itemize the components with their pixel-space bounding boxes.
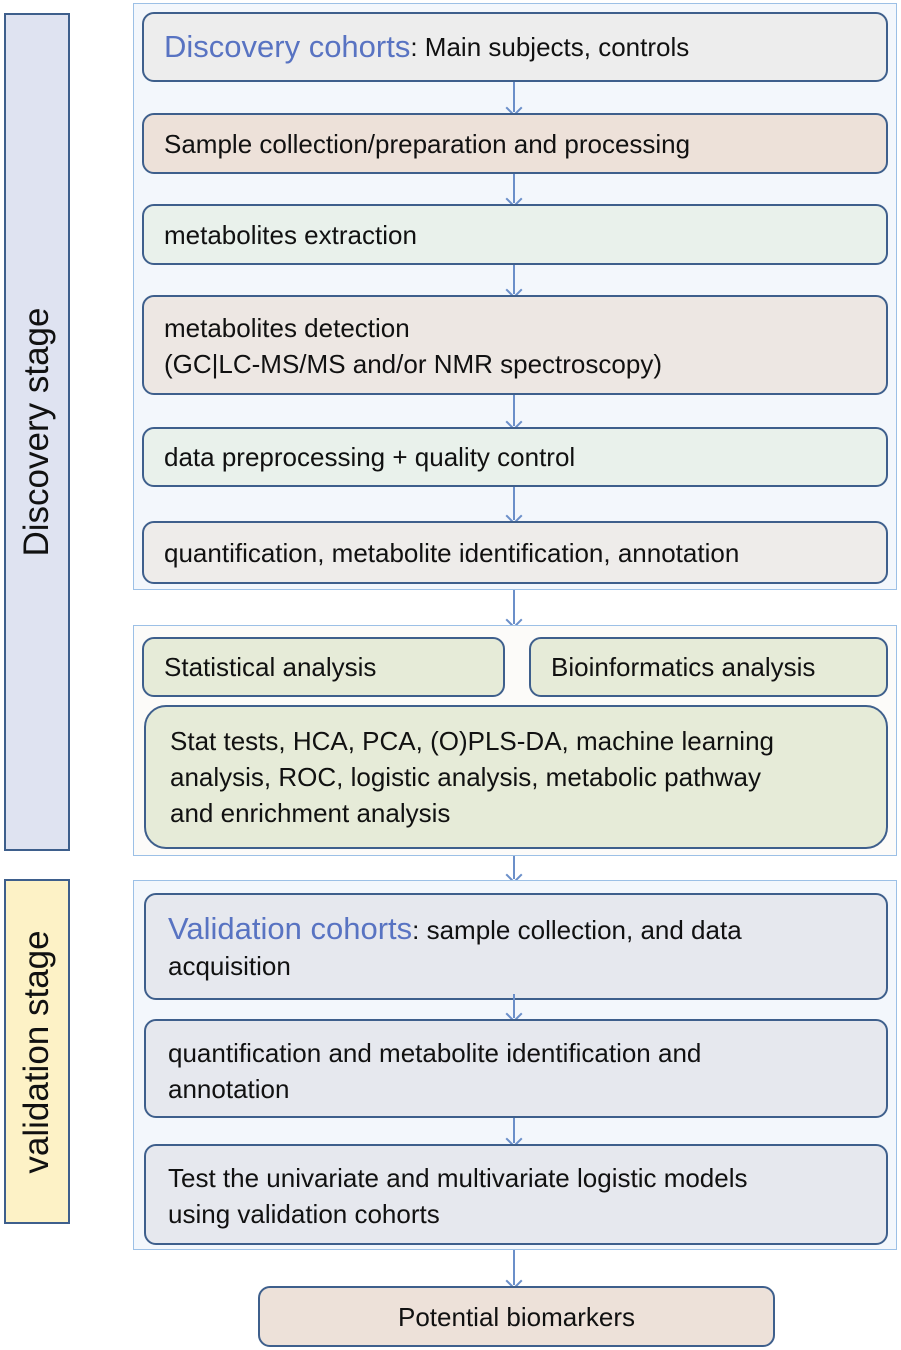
data-preprocessing-box: data preprocessing + quality control — [142, 427, 888, 487]
arrow — [513, 590, 515, 624]
sample-collection-box: Sample collection/preparation and proces… — [142, 113, 888, 174]
arrow — [513, 265, 515, 294]
arrow — [513, 395, 515, 426]
potential-biomarkers-box: Potential biomarkers — [258, 1286, 775, 1347]
discovery-cohorts-box: Discovery cohorts: Main subjects, contro… — [142, 12, 888, 82]
analysis-methods-box: Stat tests, HCA, PCA, (O)PLS-DA, machine… — [144, 705, 888, 849]
validation-quantification-box: quantification and metabolite identifica… — [144, 1019, 888, 1118]
detection-line-1: metabolites detection — [164, 313, 410, 343]
quantification-text: quantification, metabolite identificatio… — [164, 537, 740, 568]
bioinformatics-analysis-text: Bioinformatics analysis — [551, 652, 816, 682]
potential-biomarkers-text: Potential biomarkers — [398, 1301, 635, 1332]
validation-quant-line-1: quantification and metabolite identifica… — [168, 1038, 702, 1068]
quantification-box: quantification, metabolite identificatio… — [142, 521, 888, 584]
validation-quant-line-2: annotation — [168, 1074, 290, 1104]
statistical-analysis-box: Statistical analysis — [142, 637, 505, 697]
bioinformatics-analysis-box: Bioinformatics analysis — [529, 637, 888, 697]
metabolites-extraction-box: metabolites extraction — [142, 204, 888, 265]
discovery-stage-label: Discovery stage — [17, 307, 56, 557]
analysis-methods-line-3: and enrichment analysis — [170, 798, 451, 828]
detection-line-2: (GC|LC-MS/MS and/or NMR spectroscopy) — [164, 349, 662, 379]
validation-cohorts-line-2: acquisition — [168, 951, 291, 981]
arrow — [513, 856, 515, 879]
arrow — [513, 1250, 515, 1285]
validation-cohorts-highlight: Validation cohorts — [168, 911, 413, 946]
metabolites-detection-box: metabolites detection (GC|LC-MS/MS and/o… — [142, 295, 888, 395]
validation-cohorts-box: Validation cohorts: sample collection, a… — [144, 893, 888, 1000]
arrow — [513, 994, 515, 1018]
arrow — [513, 1118, 515, 1143]
test-models-line-2: using validation cohorts — [168, 1199, 440, 1229]
discovery-cohorts-highlight: Discovery cohorts — [164, 29, 411, 64]
data-preprocessing-text: data preprocessing + quality control — [164, 442, 576, 472]
arrow — [513, 174, 515, 203]
validation-stage-label: validation stage — [17, 929, 56, 1174]
validation-stage-bar: validation stage — [4, 879, 70, 1224]
discovery-cohorts-text: : Main subjects, controls — [410, 32, 690, 62]
discovery-stage-bar: Discovery stage — [4, 13, 70, 851]
statistical-analysis-text: Statistical analysis — [164, 652, 377, 682]
metabolites-extraction-text: metabolites extraction — [164, 219, 417, 250]
arrow — [513, 487, 515, 520]
test-models-box: Test the univariate and multivariate log… — [144, 1144, 888, 1245]
analysis-methods-line-1: Stat tests, HCA, PCA, (O)PLS-DA, machine… — [170, 726, 774, 756]
validation-cohorts-text: : sample collection, and data — [412, 915, 742, 945]
analysis-methods-line-2: analysis, ROC, logistic analysis, metabo… — [170, 762, 762, 792]
test-models-line-1: Test the univariate and multivariate log… — [168, 1163, 748, 1193]
arrow — [513, 82, 515, 112]
sample-collection-text: Sample collection/preparation and proces… — [164, 128, 691, 159]
